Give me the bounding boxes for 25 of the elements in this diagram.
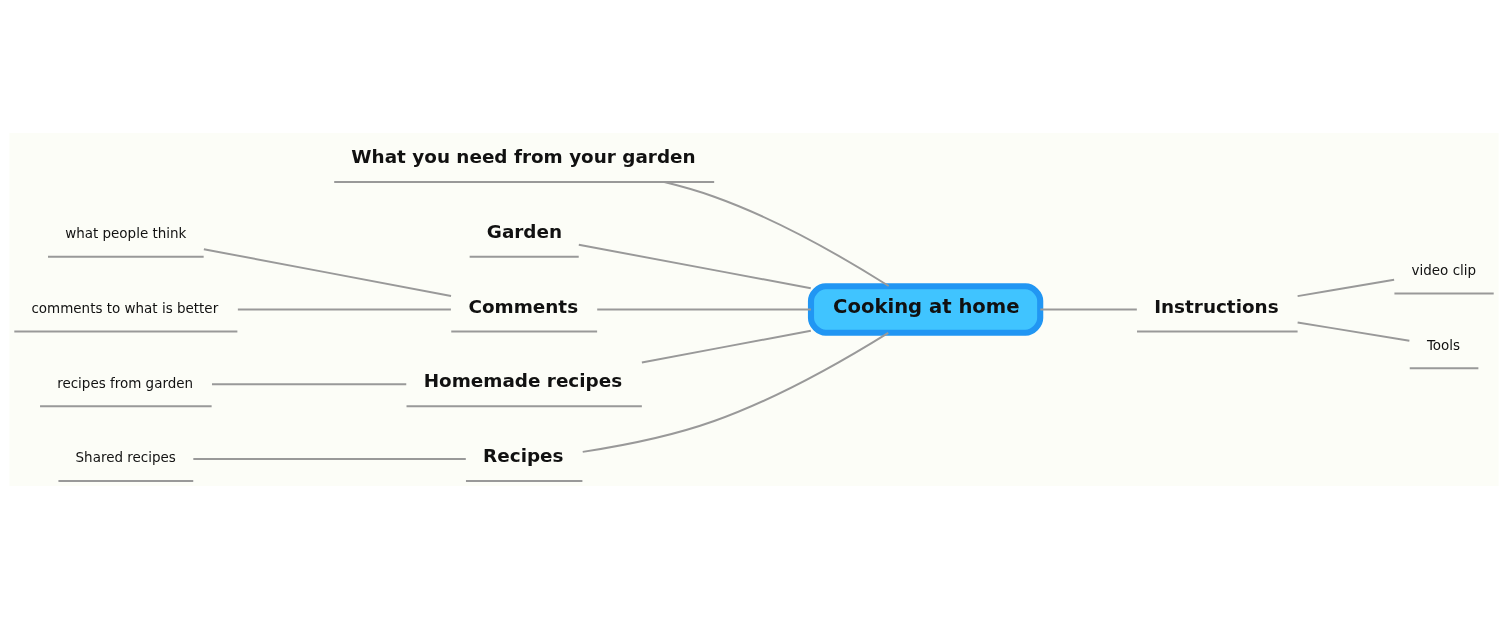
node-text: Recipes [483, 445, 564, 467]
node-text: recipes from garden [57, 374, 194, 391]
connector [596, 308, 812, 311]
node-text: Garden [486, 220, 563, 242]
node-text: what people think [65, 225, 187, 242]
connector [1039, 308, 1138, 311]
node-text: Instructions [1154, 295, 1279, 317]
node-text: comments to what is better [31, 299, 219, 316]
node-text: Tools [1426, 336, 1461, 353]
connector [192, 458, 467, 460]
connector [202, 248, 452, 297]
connector [1296, 321, 1411, 342]
node-text: Comments [468, 295, 579, 317]
node-text: Shared recipes [75, 449, 176, 466]
node-text: Homemade recipes [423, 370, 623, 392]
connector [640, 329, 812, 364]
node-text: video clip [1411, 261, 1477, 278]
node-text: What you need from your garden [351, 146, 696, 168]
node-box: Cooking at home [807, 283, 1044, 336]
connector [1296, 278, 1396, 298]
connector [663, 181, 890, 288]
connector [211, 383, 408, 386]
connector [581, 331, 890, 453]
connector [236, 308, 452, 311]
connector [577, 243, 812, 290]
